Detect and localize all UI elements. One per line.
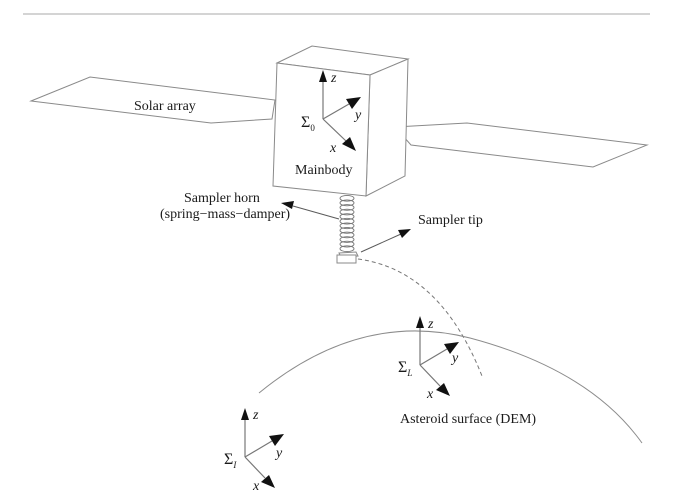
landing-frame-symbol: ΣL: [398, 359, 412, 378]
spring-coil: [339, 217, 355, 225]
inertial-frame-axes: [241, 408, 284, 488]
sampler-horn-pointer: [292, 205, 340, 220]
inertial-y-label: y: [274, 446, 283, 461]
sampler-horn-label-line2: (spring−mass−damper): [160, 207, 290, 222]
solar-array-label: Solar array: [134, 99, 196, 114]
mainbody-label: Mainbody: [295, 163, 353, 178]
inertial-z-arrowhead: [241, 408, 249, 420]
landing-z-arrowhead: [416, 316, 424, 328]
body-frame-symbol: Σ0: [301, 114, 315, 133]
asteroid-surface-label: Asteroid surface (DEM): [400, 412, 536, 427]
mainbody-box: [272, 45, 410, 197]
spring-coil: [339, 227, 355, 234]
spring-coil: [339, 236, 355, 243]
sampler-horn-arrowhead: [281, 201, 294, 209]
spring-coil: [339, 204, 355, 211]
asteroid-surface-curve: [258, 330, 643, 444]
sampler-horn-spring: [339, 194, 355, 253]
solar-array-left-panel: [29, 76, 276, 124]
sampler-tip-box: [336, 251, 359, 264]
landing-y-label: y: [450, 351, 459, 366]
body-z-label: z: [330, 71, 337, 86]
sampler-tip-label: Sampler tip: [418, 213, 483, 228]
landing-frame-axes: [416, 316, 459, 396]
inertial-x-arrowhead: [261, 475, 275, 488]
spring-coil: [339, 240, 355, 248]
body-x-label: x: [329, 141, 337, 156]
inertial-x-label: x: [252, 479, 260, 494]
body-x-arrowhead: [342, 137, 356, 151]
solar-array-right-panel: [393, 122, 649, 168]
spring-coil: [339, 222, 355, 230]
spring-coil: [339, 208, 355, 216]
landing-x-label: x: [426, 387, 434, 402]
spring-coil: [339, 194, 355, 202]
inertial-y-arrowhead: [269, 434, 284, 446]
spring-coil: [339, 231, 355, 239]
spring-coil: [339, 199, 355, 207]
body-z-arrowhead: [319, 70, 327, 82]
body-y-label: y: [353, 108, 362, 123]
sampler-tip-arrowhead: [398, 229, 411, 238]
landing-y-arrowhead: [444, 342, 459, 354]
sampler-horn-label-line1: Sampler horn: [184, 191, 260, 206]
body-y-arrowhead: [346, 97, 361, 109]
inertial-frame-symbol: ΣI: [224, 451, 237, 470]
body-frame-axes: [319, 70, 361, 151]
inertial-z-label: z: [252, 408, 259, 423]
spring-coil: [339, 245, 355, 253]
landing-x-arrowhead: [436, 383, 450, 396]
spring-coil: [339, 213, 355, 220]
sampler-tip-pointer: [360, 233, 402, 253]
landing-z-label: z: [427, 317, 434, 332]
